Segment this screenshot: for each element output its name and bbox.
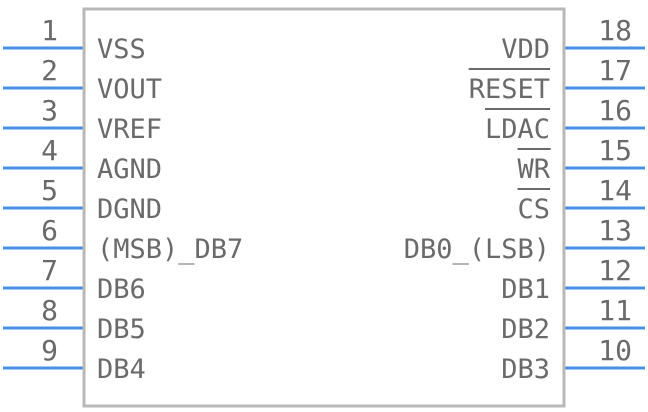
pin-3-number: 3 [41, 94, 58, 127]
pin-12-number: 12 [598, 254, 632, 287]
pin-6-label-msb-db7: (MSB)_DB7 [97, 234, 243, 265]
pin-12-label-db1: DB1 [501, 274, 550, 305]
pin-4-number: 4 [41, 134, 58, 167]
pin-1-label-vss: VSS [97, 34, 146, 65]
pin-18-label-vdd: VDD [501, 34, 550, 65]
pin-5-label-dgnd: DGND [97, 194, 162, 225]
pin-14-label-cs: CS [517, 194, 550, 225]
pin-8-label-db5: DB5 [97, 314, 146, 345]
pin-11-label-db2: DB2 [501, 314, 550, 345]
pin-16-number: 16 [598, 94, 632, 127]
pin-14-number: 14 [598, 174, 632, 207]
pins-layer [3, 46, 645, 370]
pin-6-number: 6 [41, 214, 58, 247]
ic-body [82, 7, 566, 408]
pin-10-label-db3: DB3 [501, 354, 550, 385]
pin-2-label-vout: VOUT [97, 74, 162, 105]
pin-7-number: 7 [41, 254, 58, 287]
pin-8-number: 8 [41, 294, 58, 327]
pin-9-label-db4: DB4 [97, 354, 146, 385]
pin-7-label-db6: DB6 [97, 274, 146, 305]
pin-13-number: 13 [598, 214, 632, 247]
pin-17-number: 17 [598, 54, 632, 87]
pin-15-number: 15 [598, 134, 632, 167]
labels-layer: 1VSS2VOUT3VREF4AGND5DGND6(MSB)_DB77DB68D… [41, 14, 632, 385]
pin-9-number: 9 [41, 334, 58, 367]
pin-15-label-wr: WR [517, 154, 550, 185]
pin-17-label-reset: RESET [469, 74, 550, 105]
pin-10-number: 10 [598, 334, 632, 367]
pin-5-number: 5 [41, 174, 58, 207]
pin-1-number: 1 [41, 14, 58, 47]
pin-3-label-vref: VREF [97, 114, 162, 145]
pin-13-label-db0-lsb: DB0_(LSB) [404, 234, 550, 265]
pin-11-number: 11 [598, 294, 632, 327]
pin-4-label-agnd: AGND [97, 154, 162, 185]
pin-18-number: 18 [598, 14, 632, 47]
pin-16-label-ldac: LDAC [485, 114, 550, 145]
pin-2-number: 2 [41, 54, 58, 87]
